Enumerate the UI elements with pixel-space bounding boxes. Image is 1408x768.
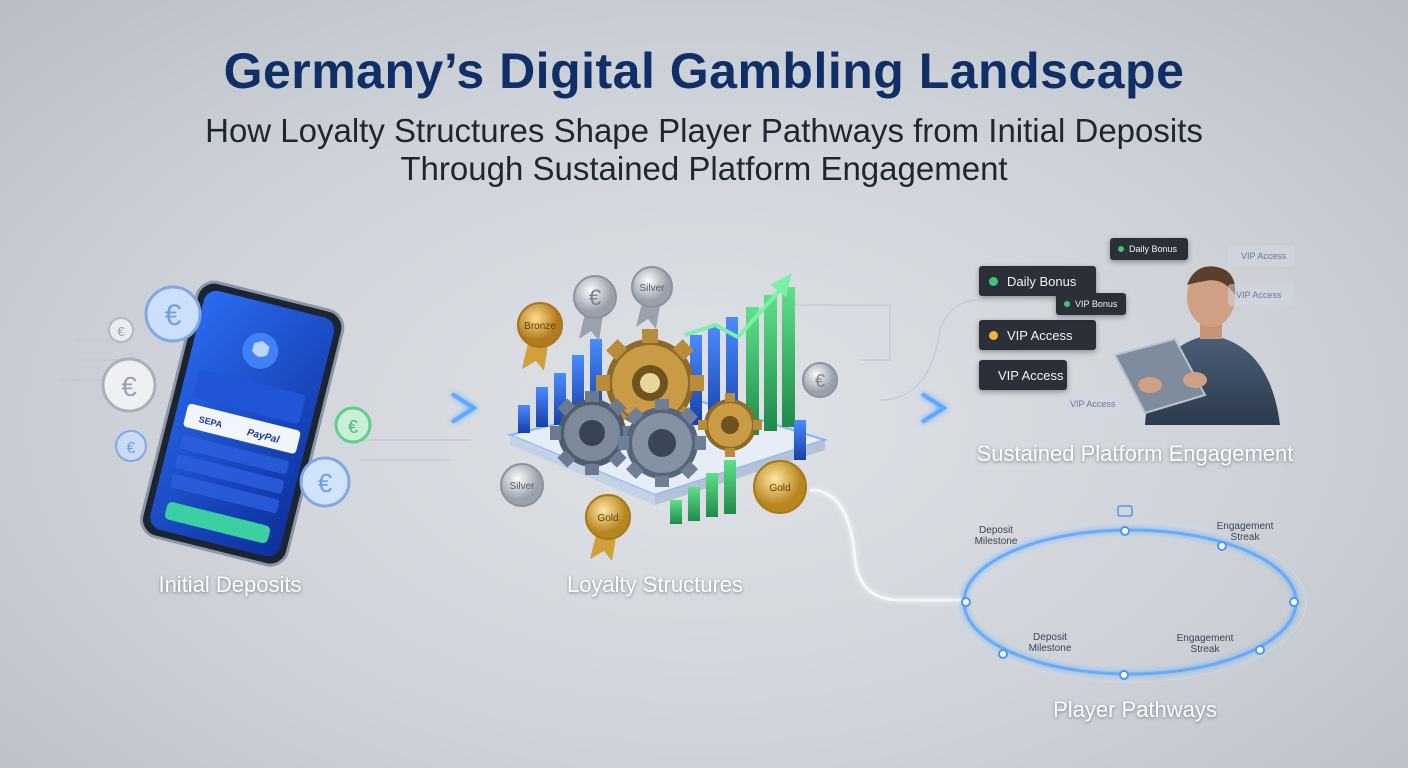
- status-dot-icon: [989, 276, 998, 286]
- svg-text:Silver: Silver: [509, 481, 535, 492]
- notification-vip-access[interactable]: VIP Access: [1228, 284, 1294, 306]
- status-dot-icon: [1064, 301, 1070, 307]
- euro-coin-icon: €: [144, 285, 202, 343]
- svg-text:€: €: [318, 468, 333, 498]
- medal-icon: €: [802, 362, 838, 398]
- svg-text:Silver: Silver: [639, 283, 665, 294]
- pathway-streak-label: Engagement Streak: [1176, 633, 1234, 655]
- stage-label-loyalty-structures: Loyalty Structures: [566, 572, 744, 597]
- stage-label-sustained-engagement: Sustained Platform Engagement: [976, 441, 1294, 466]
- medal-icon: Silver: [631, 266, 673, 329]
- status-dot-icon: [1118, 246, 1124, 252]
- flow-arrow-icon: [392, 392, 478, 424]
- flow-arrow-icon: [860, 392, 948, 424]
- person-with-tablet: [1113, 266, 1280, 425]
- svg-text:€: €: [589, 285, 601, 310]
- stage-label-initial-deposits: Initial Deposits: [158, 572, 302, 597]
- euro-coin-icon: €: [101, 357, 157, 413]
- svg-text:Gold: Gold: [769, 483, 790, 494]
- gear-icon: [618, 399, 706, 487]
- pathway-milestone-label: Deposit Milestone: [1028, 632, 1072, 654]
- loyalty-illustration: Bronze € Silver € Gold Gold Silver: [500, 266, 838, 560]
- medal-icon: €: [573, 275, 617, 341]
- notification-vip-access[interactable]: VIP Access: [979, 320, 1096, 350]
- phone-illustration: SEPA PayPal: [140, 280, 345, 567]
- medal-icon: Bronze: [517, 302, 563, 371]
- notification-daily-bonus[interactable]: Daily Bonus: [1110, 238, 1188, 260]
- medal-icon: Silver: [500, 463, 544, 507]
- gear-icon: [698, 393, 762, 457]
- notification-vip-access[interactable]: VIP Access: [979, 360, 1067, 390]
- notification-daily-bonus[interactable]: Daily Bonus: [979, 266, 1096, 296]
- medal-icon: Gold: [585, 494, 631, 560]
- svg-text:Bronze: Bronze: [524, 321, 556, 332]
- status-dot-icon: [989, 330, 998, 340]
- shield-icon: [252, 341, 270, 357]
- notification-vip-bonus[interactable]: VIP Bonus: [1056, 293, 1126, 315]
- tablet-icon: [1113, 337, 1207, 415]
- stage-label-player-pathways: Player Pathways: [1053, 697, 1217, 722]
- euro-coin-icon: €: [299, 456, 351, 508]
- euro-coin-icon: €: [334, 406, 372, 444]
- svg-text:€: €: [348, 417, 358, 437]
- notification-vip-access[interactable]: VIP Access: [1062, 393, 1124, 415]
- coin-cluster: € € € € € €: [101, 285, 372, 508]
- euro-coin-icon: €: [115, 430, 147, 462]
- gear-icon: [550, 391, 634, 475]
- pathway-milestone-label: Deposit Milestone: [974, 525, 1018, 547]
- euro-coin-icon: €: [108, 317, 134, 343]
- page-subtitle: How Loyalty Structures Shape Player Path…: [205, 112, 1203, 187]
- pathway-streak-label: Engagement Streak: [1216, 521, 1274, 543]
- player-pathway-loop: [953, 505, 1307, 683]
- svg-text:€: €: [165, 299, 182, 332]
- svg-text:€: €: [815, 371, 825, 391]
- svg-text:€: €: [127, 440, 136, 457]
- page-title: Germany’s Digital Gambling Landscape: [223, 43, 1185, 99]
- trend-arrow-icon: [684, 273, 792, 340]
- svg-text:Gold: Gold: [597, 513, 618, 524]
- svg-text:€: €: [121, 371, 137, 402]
- medal-icon: Gold: [753, 460, 807, 514]
- svg-text:€: €: [117, 324, 125, 339]
- notification-vip-access[interactable]: VIP Access: [1228, 245, 1294, 267]
